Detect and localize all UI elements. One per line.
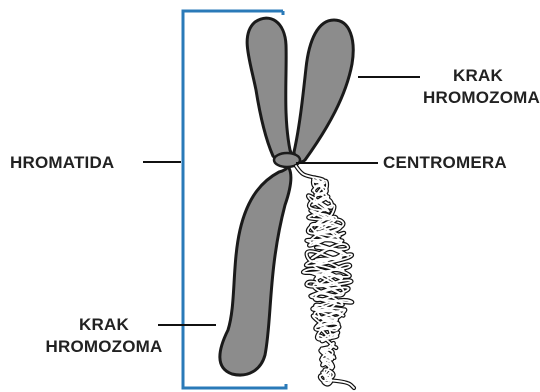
right-upper-chromatid-arm: [294, 20, 353, 162]
lower-arm-label-line2: HROMOZOMA: [45, 336, 163, 358]
upper-arm-label-line2: HROMOZOMA: [423, 87, 533, 109]
chromatid-label: HROMATIDA: [10, 152, 114, 174]
centromere-label: CENTROMERA: [383, 152, 507, 174]
lower-arm-label: KRAK HROMOZOMA: [45, 314, 163, 358]
upper-arm-label: KRAK HROMOZOMA: [423, 65, 533, 109]
left-chromatid: [220, 18, 292, 375]
chromatin-coil: [296, 166, 354, 388]
lower-arm-label-line1: KRAK: [45, 314, 163, 336]
upper-arm-label-line1: KRAK: [423, 65, 533, 87]
